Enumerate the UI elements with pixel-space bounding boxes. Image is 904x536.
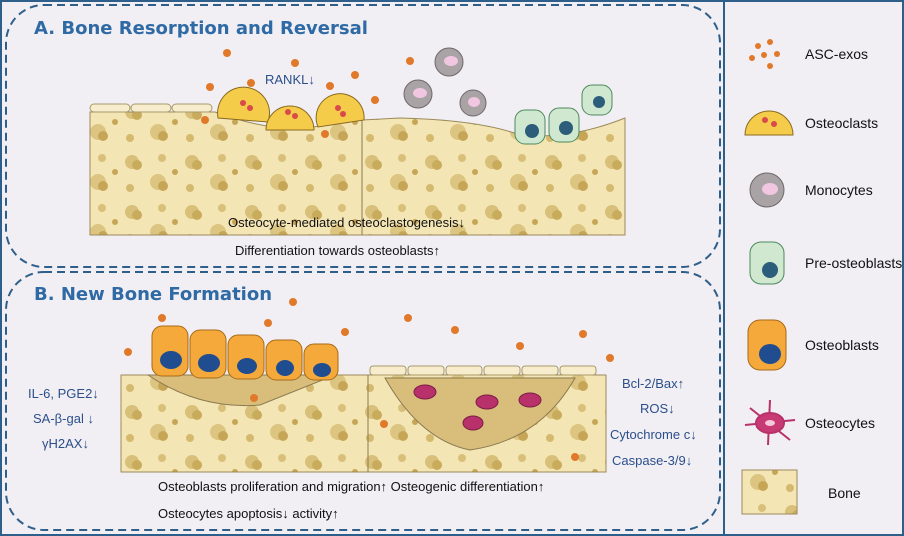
legend-pre-osteoblasts: Pre-osteoblasts: [805, 255, 902, 271]
legend-osteocyte-icon: [744, 399, 796, 446]
panel-b-frame: [5, 271, 721, 531]
legend-asc-exos: ASC-exos: [805, 46, 868, 62]
lining-cells: [89, 103, 213, 113]
panel-b-bone: [120, 325, 607, 473]
legend-pre-osteoblast-icon: [749, 241, 785, 285]
legend-osteoclasts: Osteoclasts: [805, 115, 878, 131]
legend-bone-icon: [741, 469, 798, 515]
lining-cells-b: [369, 365, 597, 376]
marker-gh2ax: γH2AX↓: [42, 436, 89, 451]
legend-osteoblasts: Osteoblasts: [805, 337, 879, 353]
legend-bone: Bone: [828, 485, 861, 501]
legend-osteocytes: Osteocytes: [805, 415, 875, 431]
legend-monocyte-icon: [749, 172, 785, 208]
panel-b-title: B. New Bone Formation: [34, 284, 272, 305]
legend-monocytes: Monocytes: [805, 182, 873, 198]
marker-caspase: Caspase-3/9↓: [612, 453, 692, 468]
right-markers: Bcl-2/Bax↑ ROS↓ Cytochrome c↓ Caspase-3/…: [610, 376, 697, 468]
panel-a-caption-1: Osteocyte-mediated osteoclastogenesis↓: [228, 215, 465, 230]
legend-asc-exos-icon: [749, 39, 780, 69]
asc-exos-a: [201, 49, 414, 138]
legend: ASC-exos Osteoclasts Monocytes Pre-osteo…: [741, 39, 902, 515]
legend-osteoblast-icon: [747, 319, 787, 371]
panel-a-frame: [5, 4, 721, 268]
marker-cytochrome-c: Cytochrome c↓: [610, 427, 697, 442]
left-markers: IL-6, PGE2↓ SA-β-gal ↓ γH2AX↓: [28, 386, 99, 451]
marker-il6: IL-6, PGE2↓: [28, 386, 99, 401]
marker-ros: ROS↓: [640, 401, 675, 416]
panel-b-caption-2: Osteocytes apoptosis↓ activity↑: [158, 506, 339, 521]
panel-a-title: A. Bone Resorption and Reversal: [34, 18, 368, 39]
asc-exos-b: [124, 298, 614, 461]
rankl-label: RANKL↓: [265, 72, 315, 87]
osteocyte: [413, 384, 542, 431]
panel-a-bone: [89, 47, 626, 236]
marker-bcl2-bax: Bcl-2/Bax↑: [622, 376, 684, 391]
panel-a-caption-2: Differentiation towards osteoblasts↑: [235, 243, 440, 258]
marker-sa-beta-gal: SA-β-gal ↓: [33, 411, 94, 426]
panel-b-caption-1: Osteoblasts proliferation and migration↑…: [158, 479, 544, 494]
legend-osteoclast-icon: [744, 110, 794, 136]
